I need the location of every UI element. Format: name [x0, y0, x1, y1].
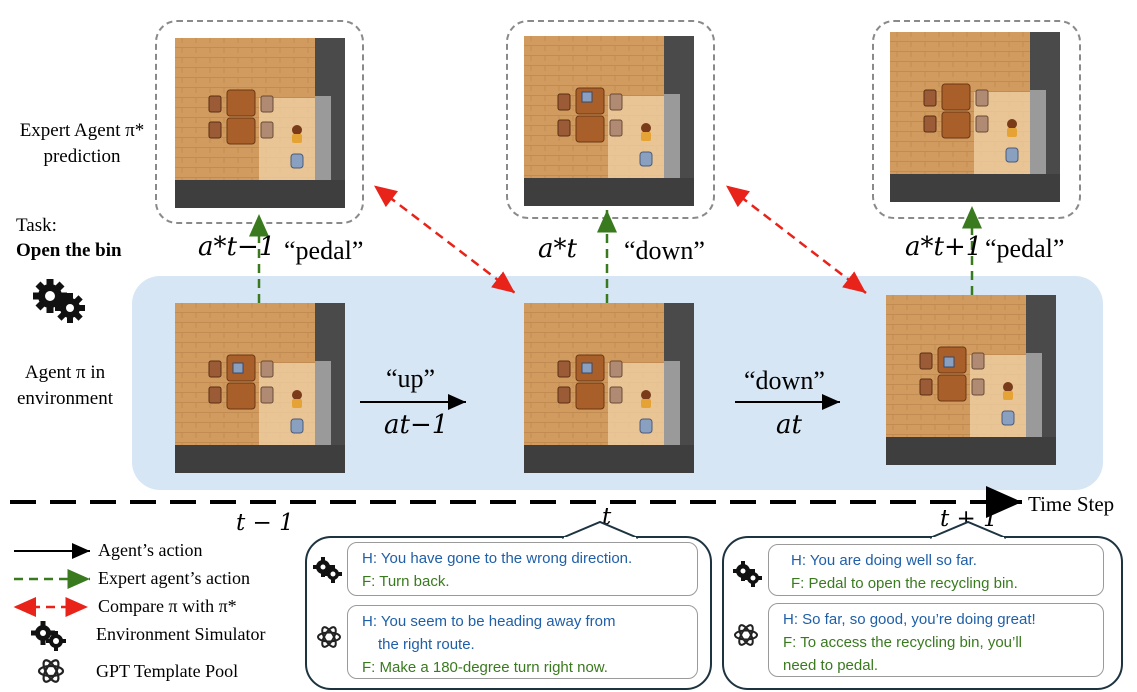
feedback-t-plus-1-gpt-h: H: So far, so good, you’re doing great!	[783, 611, 1036, 628]
agent-action-symbol-t: at	[776, 410, 802, 440]
callout-t-plus-1-gear-icon	[733, 561, 762, 587]
feedback-t-simulator-f: F: Turn back.	[362, 573, 450, 590]
callout-t-gear-icon	[313, 557, 342, 583]
legend-gear-icon	[31, 621, 66, 651]
callout-t-plus-1-gpt-logo-icon	[734, 624, 758, 646]
compare-arrow-2	[726, 185, 867, 294]
task-label: Task:	[16, 215, 57, 236]
expert-action-symbol-t-plus-1: a*t+1	[905, 232, 983, 262]
expert-scene-t	[524, 36, 694, 206]
feedback-t-plus-1-gpt-box: H: So far, so good, you’re doing great! …	[768, 603, 1104, 677]
agent-action-symbol-t-minus-1: at−1	[384, 410, 449, 440]
compare-arrow-1	[374, 185, 516, 294]
gear-icon	[33, 279, 85, 323]
timeline-tick-t: t	[602, 504, 612, 530]
callout-pointer-t	[561, 520, 639, 540]
timeline-tick-t-minus-1: t − 1	[236, 510, 294, 536]
expert-action-word-t: “down”	[624, 236, 705, 265]
legend-compare: Compare π with π*	[98, 596, 237, 616]
agent-scene-t-plus-1	[886, 295, 1056, 465]
feedback-t-simulator-h: H: You have gone to the wrong direction.	[362, 550, 633, 567]
feedback-t-plus-1-gpt-f1: F: To access the recycling bin, you’ll	[783, 634, 1022, 651]
expert-action-word-t-minus-1: “pedal”	[284, 236, 364, 265]
feedback-t-gpt-h2: the right route.	[378, 636, 475, 653]
task-name: Open the bin	[16, 240, 122, 261]
feedback-t-gpt-h1: H: You seem to be heading away from	[362, 613, 616, 630]
agent-scene-t-minus-1	[175, 303, 345, 473]
callout-pointer-t-plus-1	[929, 520, 1007, 540]
legend-agent-action: Agent’s action	[98, 540, 203, 560]
expert-action-word-t-plus-1: “pedal”	[985, 234, 1065, 263]
feedback-t-plus-1-simulator-h: H: You are doing well so far.	[791, 552, 977, 569]
feedback-t-gpt-box: H: You seem to be heading away from the …	[347, 605, 698, 679]
expert-action-symbol-t: a*t	[538, 234, 577, 264]
legend-environment-simulator: Environment Simulator	[96, 624, 266, 644]
legend-gpt-logo-icon	[37, 659, 65, 683]
feedback-t-gpt-f: F: Make a 180-degree turn right now.	[362, 659, 608, 676]
feedback-t-plus-1-gpt-f2: need to pedal.	[783, 657, 879, 674]
expert-agent-label: Expert Agent π* prediction	[19, 120, 145, 167]
feedback-t-plus-1-simulator-f: F: Pedal to open the recycling bin.	[791, 575, 1018, 592]
agent-scene-t	[524, 303, 694, 473]
feedback-t-simulator-box: H: You have gone to the wrong direction.…	[347, 542, 698, 596]
feedback-t-plus-1-simulator-box: H: You are doing well so far. F: Pedal t…	[768, 544, 1104, 596]
legend-gpt-template-pool: GPT Template Pool	[96, 661, 239, 681]
timeline-label: Time Step	[1028, 492, 1115, 516]
agent-environment-label: Agent π in environment	[16, 362, 114, 409]
expert-action-symbol-t-minus-1: a*t−1	[198, 232, 276, 262]
agent-action-word-down: “down”	[744, 366, 825, 395]
callout-t-gpt-logo-icon	[317, 626, 341, 648]
agent-action-word-up: “up”	[386, 364, 436, 393]
legend-expert-action: Expert agent’s action	[98, 568, 250, 588]
